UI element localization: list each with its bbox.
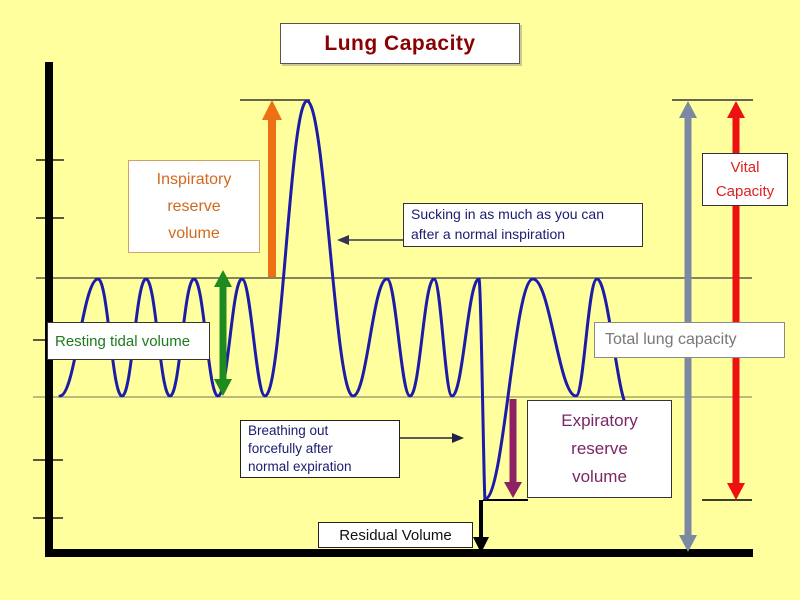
residual-volume-arrow <box>473 500 489 553</box>
inspiration-annotation-arrow <box>337 235 403 245</box>
expiratory-reserve-volume-label: Expiratory reserve volume <box>527 400 672 498</box>
total-lung-capacity-label: Total lung capacity <box>594 322 785 358</box>
resting-tidal-volume-label: Resting tidal volume <box>47 322 210 360</box>
inspiratory-reserve-arrow <box>262 100 282 277</box>
inspiratory-reserve-volume-label: Inspiratory reserve volume <box>128 160 260 253</box>
page-title: Lung Capacity <box>280 23 520 64</box>
expiratory-reserve-arrow <box>504 399 522 498</box>
residual-volume-label: Residual Volume <box>318 522 473 548</box>
expiration-annotation-label: Breathing out forcefully after normal ex… <box>240 420 400 478</box>
inspiration-annotation-label: Sucking in as much as you can after a no… <box>403 203 643 247</box>
expiration-annotation-arrow <box>400 433 464 443</box>
tidal-volume-arrow <box>214 270 232 396</box>
vital-capacity-label: Vital Capacity <box>702 153 788 206</box>
